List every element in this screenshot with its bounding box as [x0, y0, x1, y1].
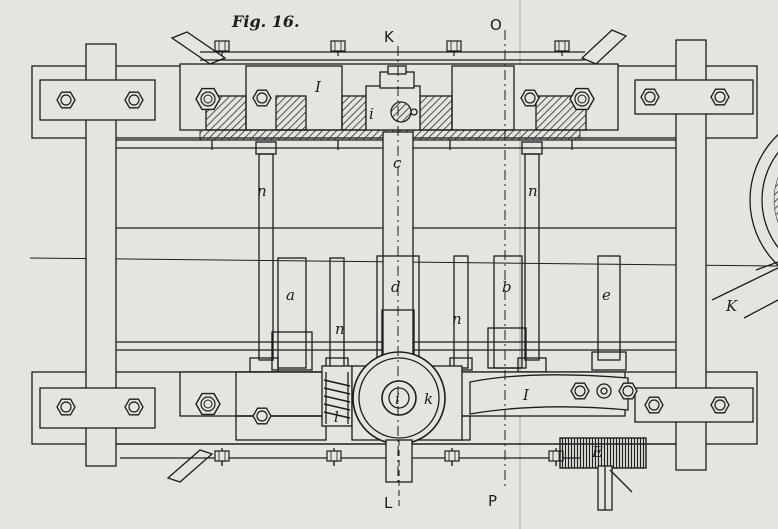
section-mark-top-right: O	[490, 16, 502, 34]
label-rod-b: b	[502, 278, 512, 296]
label-housing: k	[424, 390, 433, 408]
upper-bearing	[365, 65, 421, 131]
lower-brace	[166, 449, 214, 483]
lower-bolts	[195, 371, 638, 467]
label-bolt-left-lower: n	[335, 320, 345, 338]
spring	[321, 365, 353, 427]
label-gear: E	[591, 443, 603, 461]
label-lower-axle: i	[395, 390, 400, 408]
label-wheel: K	[725, 297, 738, 315]
upper-bolts	[195, 87, 595, 150]
gear	[559, 437, 647, 511]
figure-title: Fig. 16.	[231, 12, 300, 31]
section-mark-bottom-right: P	[488, 492, 497, 510]
label-upper-beam: I	[314, 78, 322, 96]
section-mark-top-left: K	[384, 28, 395, 46]
section-lines	[397, 30, 506, 488]
label-rod-a: a	[286, 286, 295, 304]
upper-axle-circle	[390, 101, 412, 123]
label-spring: l	[334, 408, 339, 426]
label-lower-beam: I	[522, 386, 530, 404]
label-center-rod: c	[393, 154, 402, 172]
section-mark-bottom-left: L	[384, 494, 393, 512]
label-bolt-right-upper: n	[528, 182, 538, 200]
label-rod-e: e	[602, 286, 611, 304]
label-upper-axle: i	[369, 105, 374, 123]
wheel	[711, 133, 778, 319]
label-bolt-left-upper: n	[257, 182, 267, 200]
label-inner-rod: d	[391, 278, 401, 296]
rods-abe	[271, 255, 627, 371]
housing	[351, 351, 463, 510]
lower-right-brace	[609, 469, 633, 493]
label-bolt-right-lower: n	[452, 310, 462, 328]
